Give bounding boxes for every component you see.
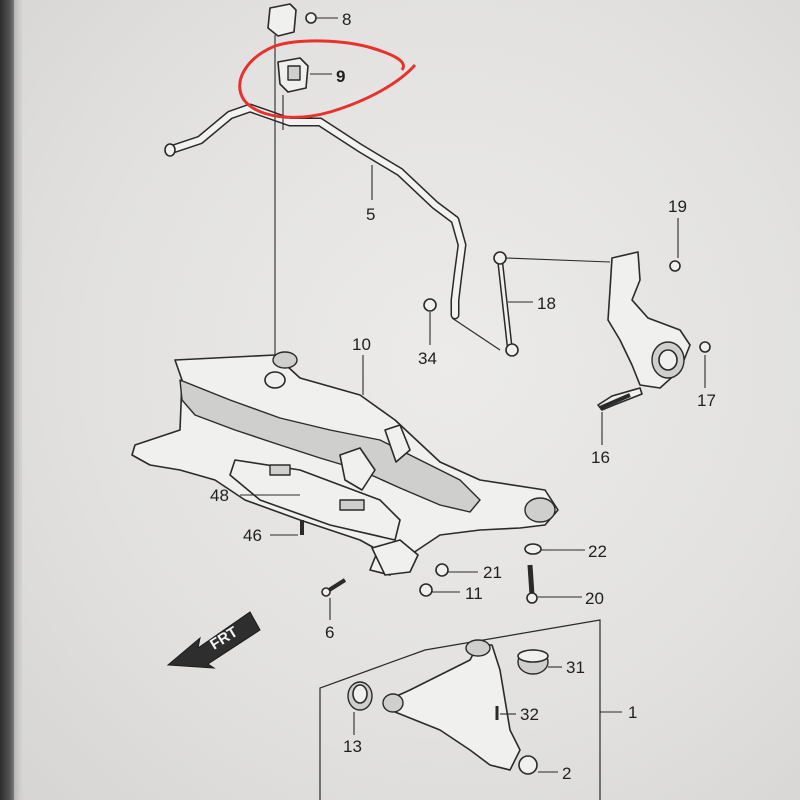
diagram-sheet (22, 0, 800, 800)
callout-32: 32 (520, 705, 539, 724)
callout-34: 34 (418, 349, 437, 368)
callout-31: 31 (566, 658, 585, 677)
callout-1: 1 (628, 703, 637, 722)
nut-34 (423, 298, 437, 312)
steering-knuckle (597, 251, 711, 411)
callout-19: 19 (668, 197, 687, 216)
bolt-6 (321, 578, 347, 597)
leader-lines (240, 17, 706, 773)
callout-labels: 8 9 5 19 18 10 34 17 16 48 46 22 21 11 2… (210, 10, 716, 783)
callout-11: 11 (465, 584, 483, 603)
callout-6: 6 (325, 623, 334, 642)
monitor-frame-edge (0, 0, 14, 800)
bolt-20 (526, 564, 538, 604)
callout-10: 10 (352, 335, 371, 354)
callout-18: 18 (537, 294, 556, 313)
callout-20: 20 (585, 589, 604, 608)
callout-2: 2 (562, 764, 571, 783)
callout-48: 48 (210, 486, 229, 505)
callout-16: 16 (591, 448, 610, 467)
callout-17: 17 (697, 391, 716, 410)
stabilizer-link-18 (451, 251, 611, 357)
front-arrow: FRT (166, 611, 261, 669)
nut-21 (435, 563, 449, 577)
callout-9: 9 (336, 67, 345, 86)
bushing-13 (347, 681, 373, 711)
front-subframe-10 (131, 351, 559, 576)
bushing-31 (517, 649, 549, 675)
stabilizer-bushing-9 (277, 57, 309, 93)
lower-control-arm (382, 639, 538, 775)
callout-5: 5 (366, 205, 375, 224)
stabilizer-bar (164, 103, 467, 320)
nut-11 (419, 583, 433, 597)
lower-arm-group-box (319, 619, 601, 800)
bolt-16 (599, 393, 631, 410)
callout-21: 21 (483, 563, 502, 582)
callout-13: 13 (343, 737, 362, 756)
washer-22 (524, 543, 542, 555)
bushing-bracket-8 (267, 3, 317, 37)
callout-8: 8 (342, 10, 351, 29)
callout-22: 22 (588, 542, 607, 561)
callout-46: 46 (243, 526, 262, 545)
highlight-circle (238, 39, 417, 119)
